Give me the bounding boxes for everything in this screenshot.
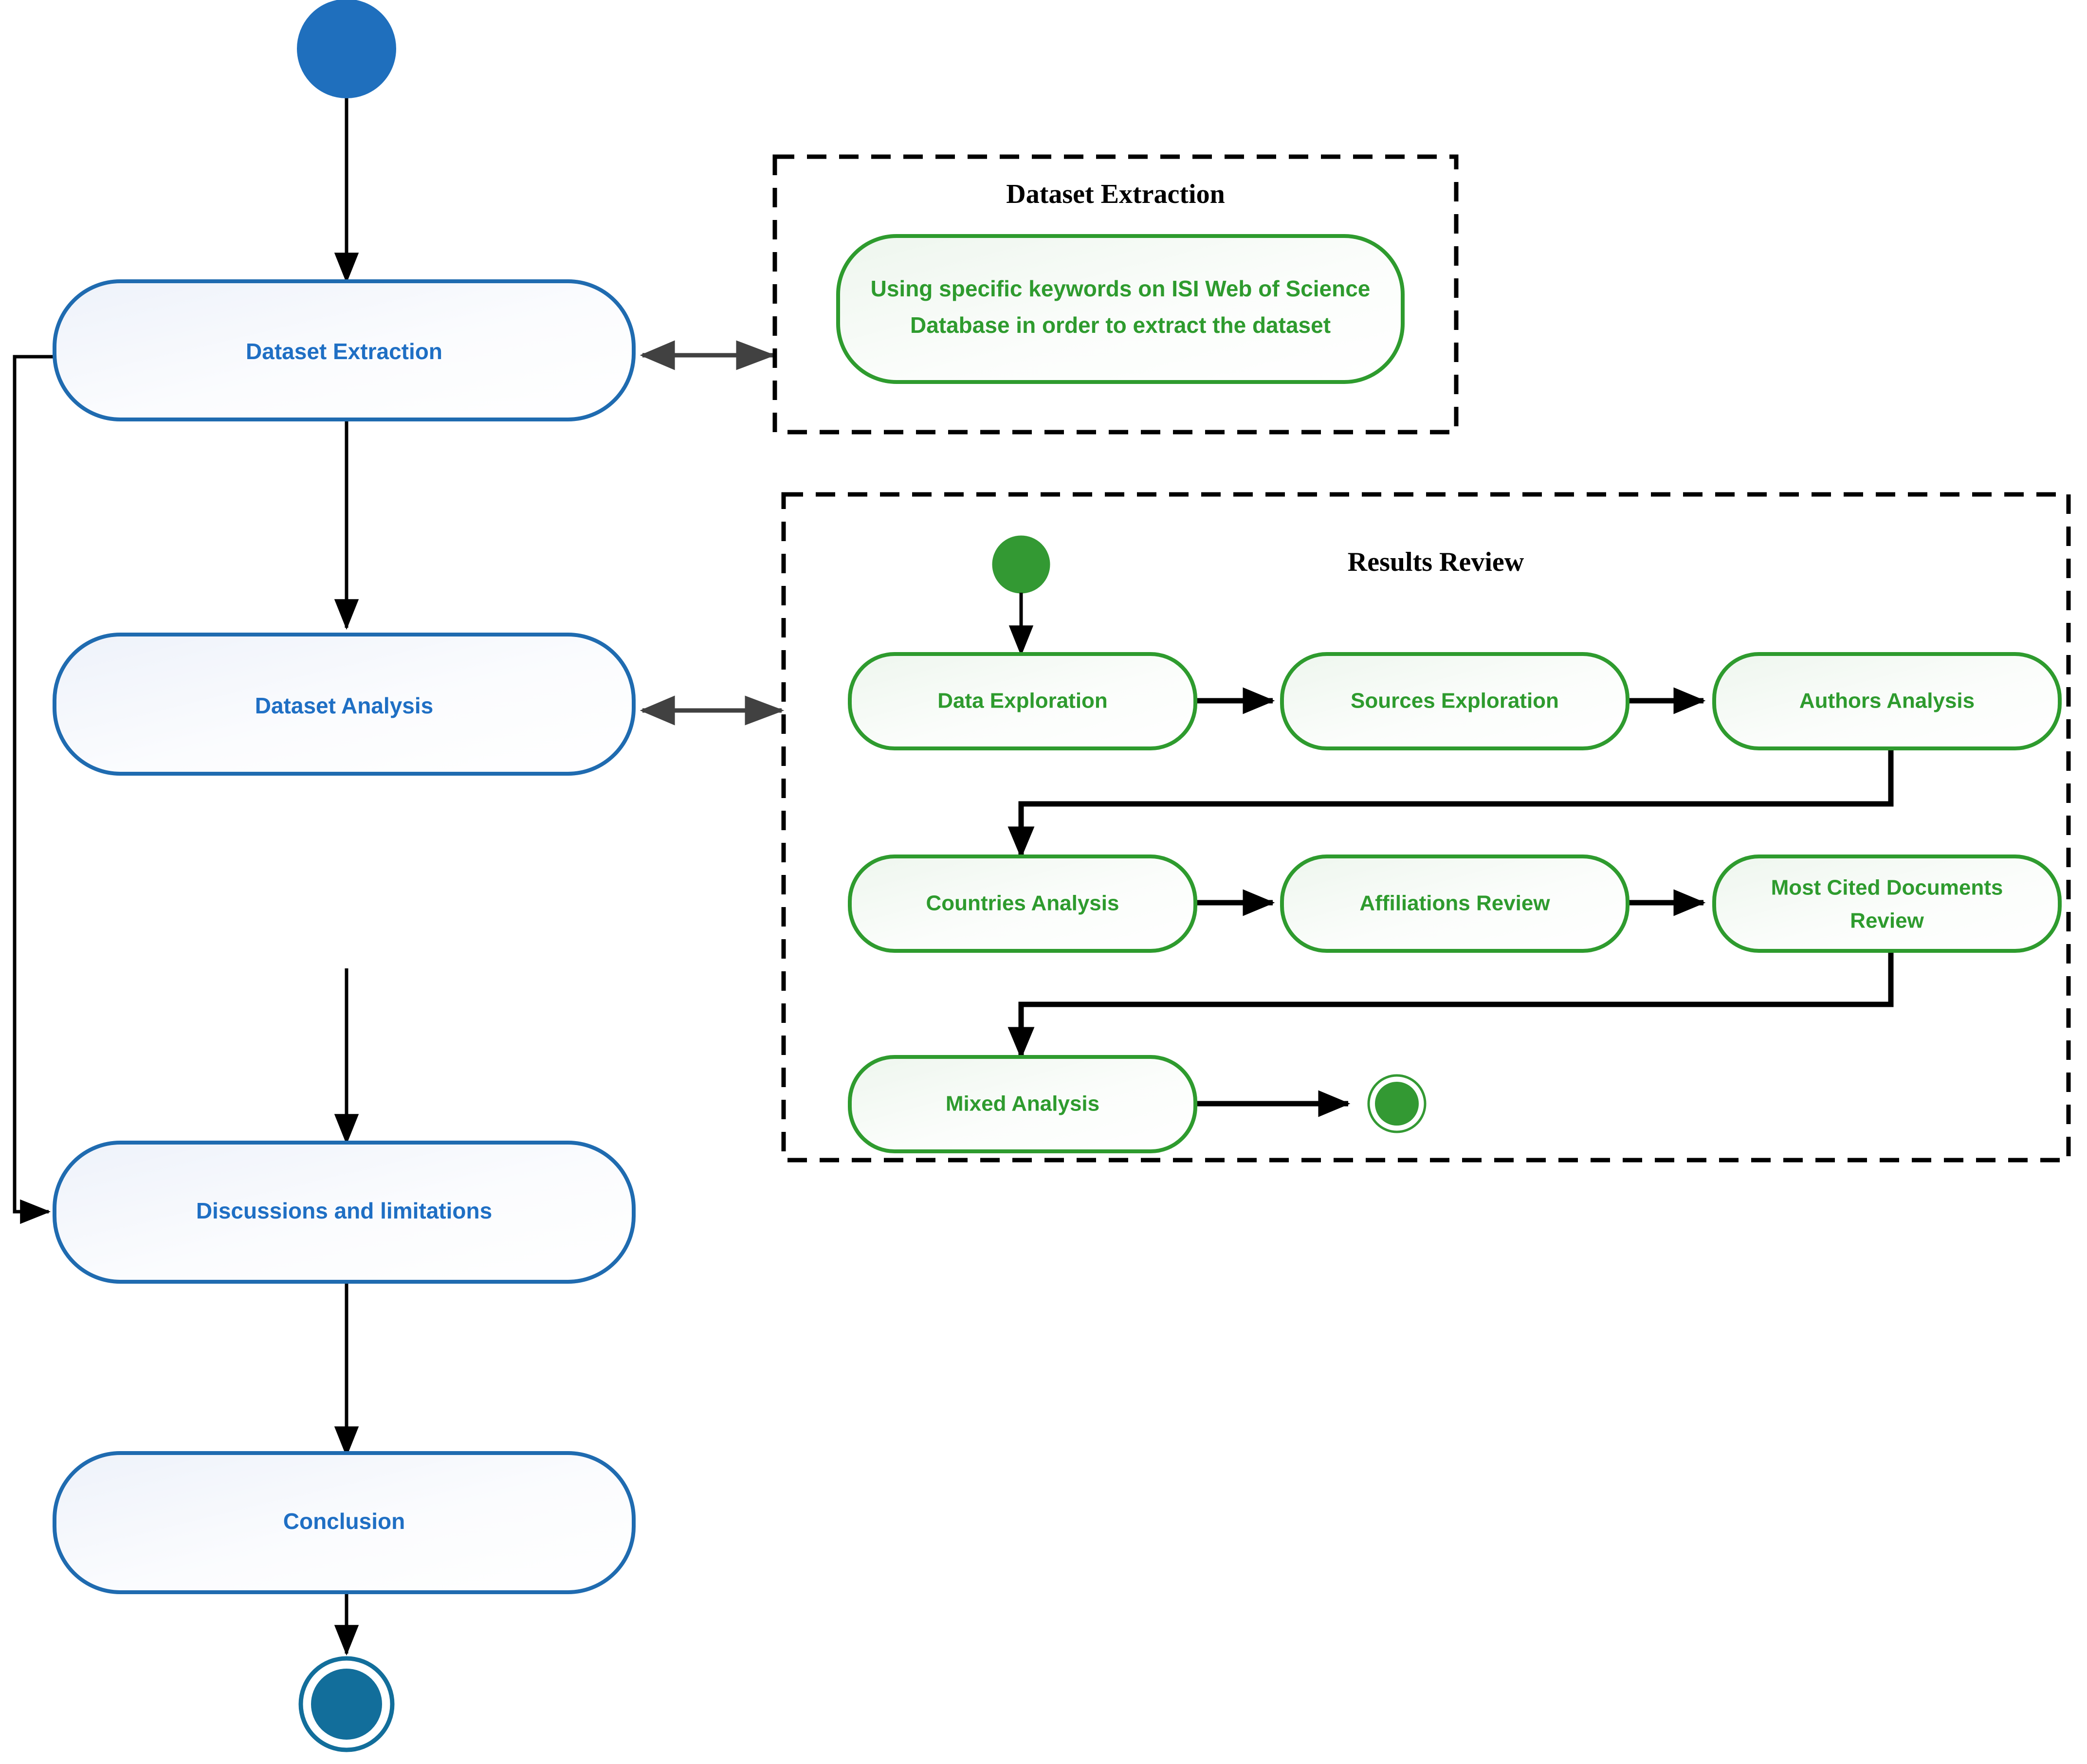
dataset-extraction-shape[interactable]: [53, 279, 636, 421]
activity-conclusion[interactable]: Conclusion: [53, 1451, 636, 1594]
results-review-frame-title: Results Review: [1348, 547, 1524, 577]
discussions-and-limitations-label: Discussions and limitations: [196, 1198, 492, 1223]
keywords-note-shape[interactable]: [836, 234, 1405, 384]
edge-most-cited-documents-to-mixed-analysis: [1007, 950, 1894, 1059]
activity-discussions-and-limitations[interactable]: Discussions and limitations: [53, 1141, 636, 1284]
start-node: [297, 0, 396, 98]
activity-dataset-analysis[interactable]: Dataset Analysis: [53, 633, 636, 776]
activity-most-cited-documents-review[interactable]: Most Cited Documents Review: [1712, 855, 2062, 953]
discussions-and-limitations-shape[interactable]: [53, 1141, 636, 1284]
data-exploration-label: Data Exploration: [937, 689, 1108, 713]
data-exploration-shape[interactable]: [848, 652, 1197, 750]
activity-affiliations-review[interactable]: Affiliations Review: [1280, 855, 1629, 953]
most-cited-documents-review-label-line2: Review: [1850, 909, 1924, 933]
countries-analysis-shape[interactable]: [848, 855, 1197, 953]
dataset-extraction-label: Dataset Extraction: [246, 339, 442, 364]
results-review-start-node: [992, 535, 1050, 594]
results-review-edges: [1007, 593, 1894, 1117]
dataset-analysis-label: Dataset Analysis: [255, 693, 433, 718]
keywords-note-line1: Using specific keywords on ISI Web of Sc…: [871, 276, 1371, 301]
dataset-analysis-shape[interactable]: [53, 633, 636, 776]
activity-data-exploration[interactable]: Data Exploration: [848, 652, 1197, 750]
authors-analysis-shape[interactable]: [1712, 652, 2062, 750]
conclusion-shape[interactable]: [53, 1451, 636, 1594]
most-cited-documents-review-shape[interactable]: [1712, 855, 2062, 953]
activity-dataset-extraction[interactable]: Dataset Extraction: [53, 279, 636, 421]
activity-authors-analysis[interactable]: Authors Analysis: [1712, 652, 2062, 750]
activity-sources-exploration[interactable]: Sources Exploration: [1280, 652, 1629, 750]
countries-analysis-label: Countries Analysis: [926, 891, 1119, 915]
affiliations-review-shape[interactable]: [1280, 855, 1629, 953]
results-review-frame: Results Review Data Exploration: [781, 492, 2071, 1163]
results-review-frame-border: [781, 492, 2071, 1163]
activity-countries-analysis[interactable]: Countries Analysis: [848, 855, 1197, 953]
activity-mixed-analysis[interactable]: Mixed Analysis: [848, 1055, 1197, 1153]
end-node: [298, 1656, 395, 1752]
sources-exploration-shape[interactable]: [1280, 652, 1629, 750]
results-review-end-node: [1367, 1074, 1427, 1133]
most-cited-documents-review-label-line1: Most Cited Documents: [1771, 876, 2003, 900]
note-keywords[interactable]: Using specific keywords on ISI Web of Sc…: [836, 234, 1405, 384]
sources-exploration-label: Sources Exploration: [1351, 689, 1559, 713]
dataset-extraction-frame: Dataset Extraction Using specific keywor…: [772, 154, 1459, 435]
mixed-analysis-label: Mixed Analysis: [946, 1092, 1099, 1116]
dataset-extraction-frame-border: [772, 154, 1459, 435]
main-flow-edges: [13, 49, 359, 1656]
conclusion-label: Conclusion: [283, 1509, 405, 1534]
dataset-extraction-frame-title: Dataset Extraction: [1006, 179, 1225, 209]
edge-feedback-loop-to-discussions: [13, 355, 55, 1224]
edge-authors-analysis-to-countries-analysis: [1007, 747, 1894, 859]
affiliations-review-label: Affiliations Review: [1359, 891, 1550, 915]
authors-analysis-label: Authors Analysis: [1799, 689, 1975, 713]
mixed-analysis-shape[interactable]: [848, 1055, 1197, 1153]
keywords-note-line2: Database in order to extract the dataset: [910, 312, 1331, 338]
